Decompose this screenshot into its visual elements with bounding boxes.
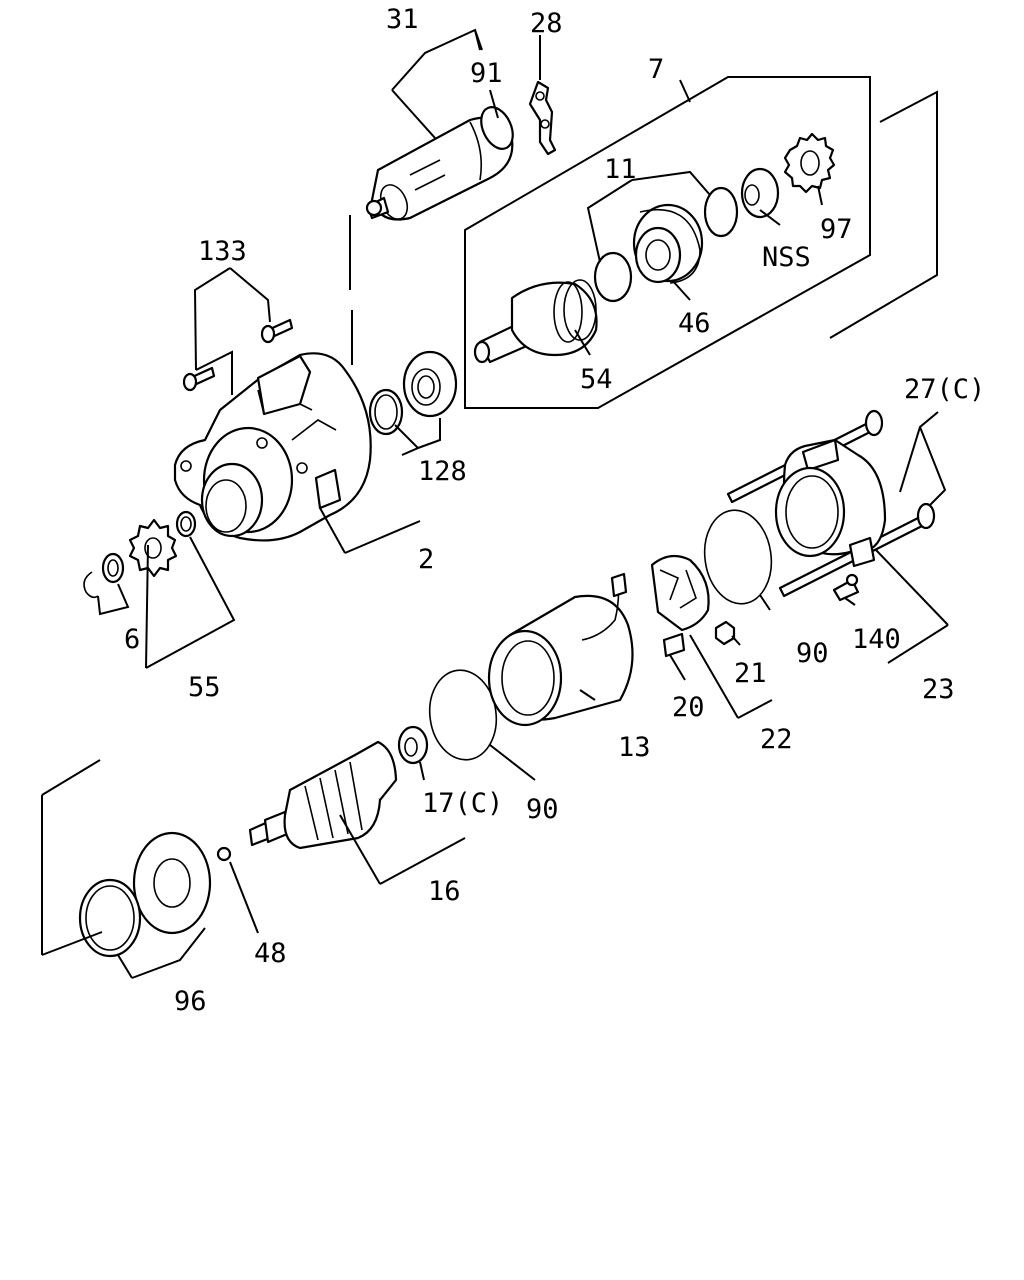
- steel-ball: [216, 846, 232, 862]
- label-128: 128: [418, 456, 467, 487]
- pinion-clutch-shaft: [473, 279, 598, 364]
- label-31: 31: [386, 4, 419, 35]
- pinion-gear-46: [632, 203, 704, 284]
- label-54: 54: [580, 364, 613, 395]
- label-23: 23: [922, 674, 955, 705]
- label-22: 22: [760, 724, 793, 755]
- drive-assembly-box: [464, 76, 938, 409]
- label-140: 140: [852, 624, 901, 655]
- o-ring-lower: [428, 669, 498, 761]
- bearing-rear: [397, 725, 429, 765]
- gear-case-plate: [132, 831, 212, 935]
- brush: [662, 632, 686, 658]
- label-90-upper: 90: [796, 638, 829, 669]
- label-27c: 27(C): [904, 374, 985, 405]
- label-11: 11: [604, 154, 637, 185]
- label-97: 97: [820, 214, 853, 245]
- gear-97: [783, 132, 836, 194]
- label-7: 7: [648, 54, 664, 85]
- label-13: 13: [618, 732, 651, 763]
- label-91: 91: [470, 58, 503, 89]
- washer-rear: [703, 186, 739, 238]
- label-nss: NSS: [762, 242, 811, 273]
- label-28: 28: [530, 8, 563, 39]
- yoke: [487, 572, 634, 727]
- o-ring-upper: [703, 509, 773, 605]
- label-20: 20: [672, 692, 705, 723]
- armature: [248, 740, 398, 850]
- solenoid-switch: [365, 106, 514, 221]
- small-bushing: [175, 510, 197, 538]
- stop-collar-nss: [740, 167, 780, 219]
- label-6: 6: [124, 624, 140, 655]
- label-48: 48: [254, 938, 287, 969]
- leader-lines: [41, 28, 949, 979]
- front-housing: [173, 352, 372, 542]
- bolt-lower: [182, 366, 216, 392]
- label-21: 21: [734, 658, 767, 689]
- small-washer: [101, 552, 125, 584]
- label-17c: 17(C): [422, 788, 503, 819]
- brush-holder: [650, 554, 710, 632]
- label-96: 96: [174, 986, 207, 1017]
- washer-front: [593, 251, 633, 303]
- label-90-lower: 90: [526, 794, 559, 825]
- snap-ring: [83, 571, 99, 599]
- label-133: 133: [198, 236, 247, 267]
- gear-case-ring: [78, 878, 142, 958]
- label-46: 46: [678, 308, 711, 339]
- rear-end-cover: [774, 438, 887, 568]
- label-2: 2: [418, 544, 434, 575]
- bolt-upper: [260, 318, 294, 344]
- bearing-front: [402, 350, 458, 418]
- screw-140: [832, 573, 860, 602]
- terminal-part: [528, 80, 557, 156]
- terminal-nut: [714, 620, 736, 646]
- label-55: 55: [188, 672, 221, 703]
- label-16: 16: [428, 876, 461, 907]
- pinion-gear-55: [128, 518, 178, 578]
- callout-labels: 31 28 91 7 11 97 NSS 46 54 133 128 2 6 5…: [124, 4, 985, 1017]
